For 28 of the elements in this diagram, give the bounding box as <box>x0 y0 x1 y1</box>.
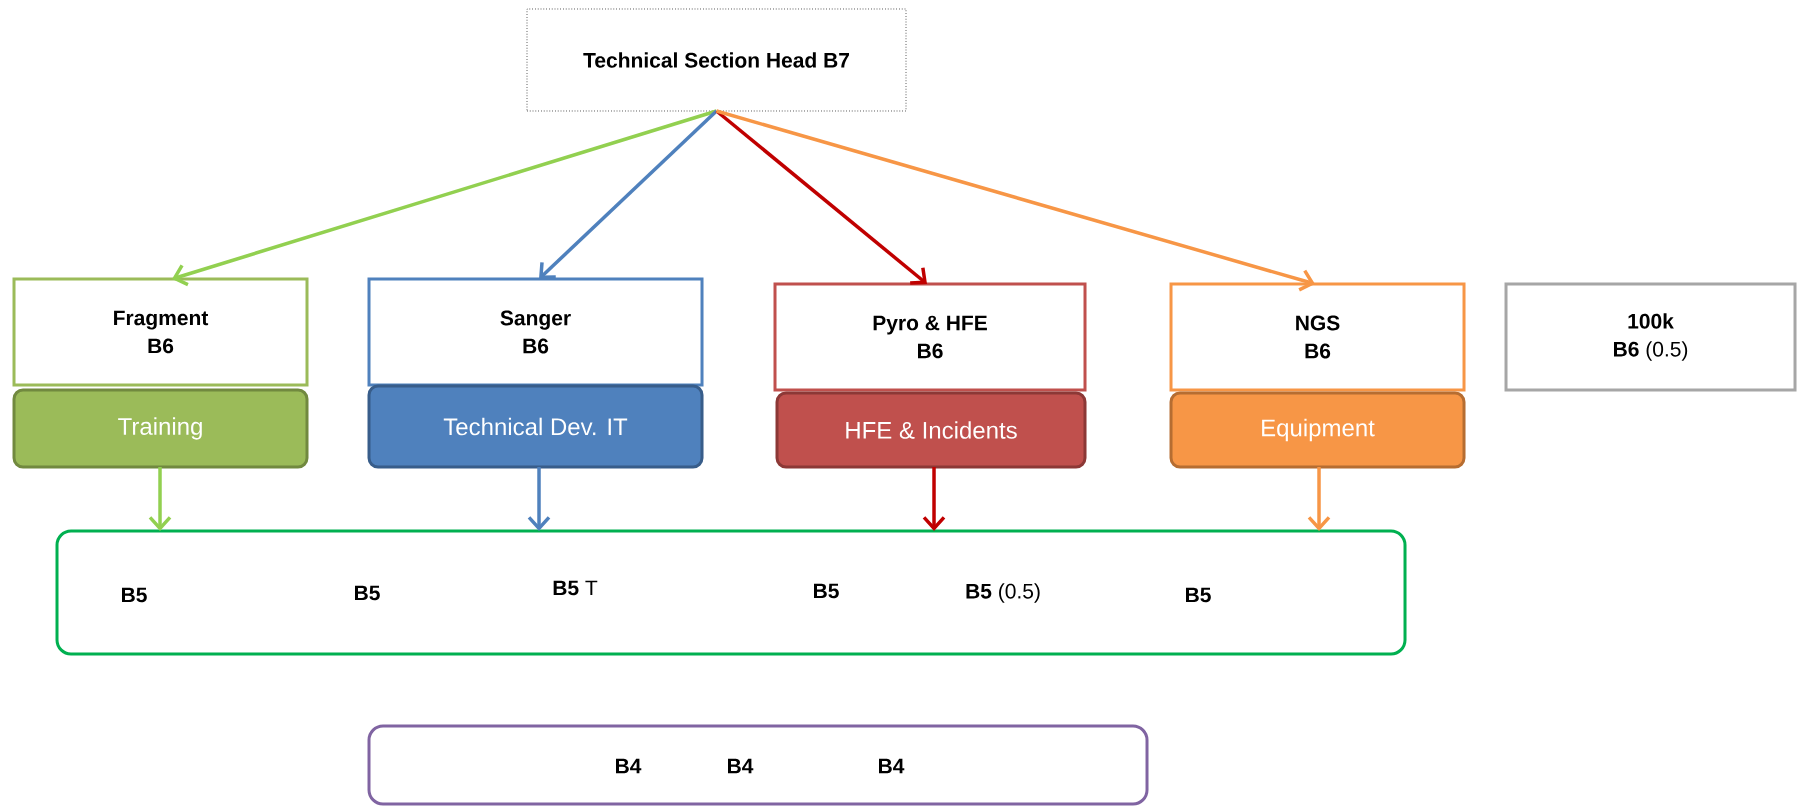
grade-label: B5 (0.5) <box>966 583 1040 603</box>
arrow <box>716 109 1315 292</box>
team-box: Technical Dev. IT <box>367 384 704 469</box>
arrow <box>172 109 718 287</box>
role-box: Pyro & HFE B6 <box>773 282 1087 392</box>
arrow <box>527 467 551 531</box>
grade-label: B4 <box>879 758 905 774</box>
team-box: HFE & Incidents <box>775 391 1087 469</box>
arrow <box>148 467 172 531</box>
grade-label: B4 <box>616 758 642 774</box>
role-box: Sanger B6 <box>367 277 704 387</box>
grade-label: B5 <box>1186 587 1211 603</box>
group-box <box>55 529 1407 656</box>
role-box: Technical Section Head B7 <box>526 8 907 112</box>
group-box <box>367 724 1149 806</box>
arrow <box>539 109 718 279</box>
grade-label: B5 T <box>553 580 598 596</box>
role-box: 100k B6 (0.5) <box>1504 282 1797 392</box>
role-box: Fragment B6 <box>12 277 309 387</box>
arrow <box>1307 467 1331 531</box>
grade-label: B5 <box>122 587 147 603</box>
team-box: Training <box>12 388 309 469</box>
team-box: Equipment <box>1169 391 1466 469</box>
grade-label: B5 <box>814 583 839 599</box>
grade-label: B4 <box>728 758 754 774</box>
role-box: NGS B6 <box>1169 282 1466 392</box>
arrow <box>922 467 946 531</box>
grade-label: B5 <box>355 585 380 601</box>
